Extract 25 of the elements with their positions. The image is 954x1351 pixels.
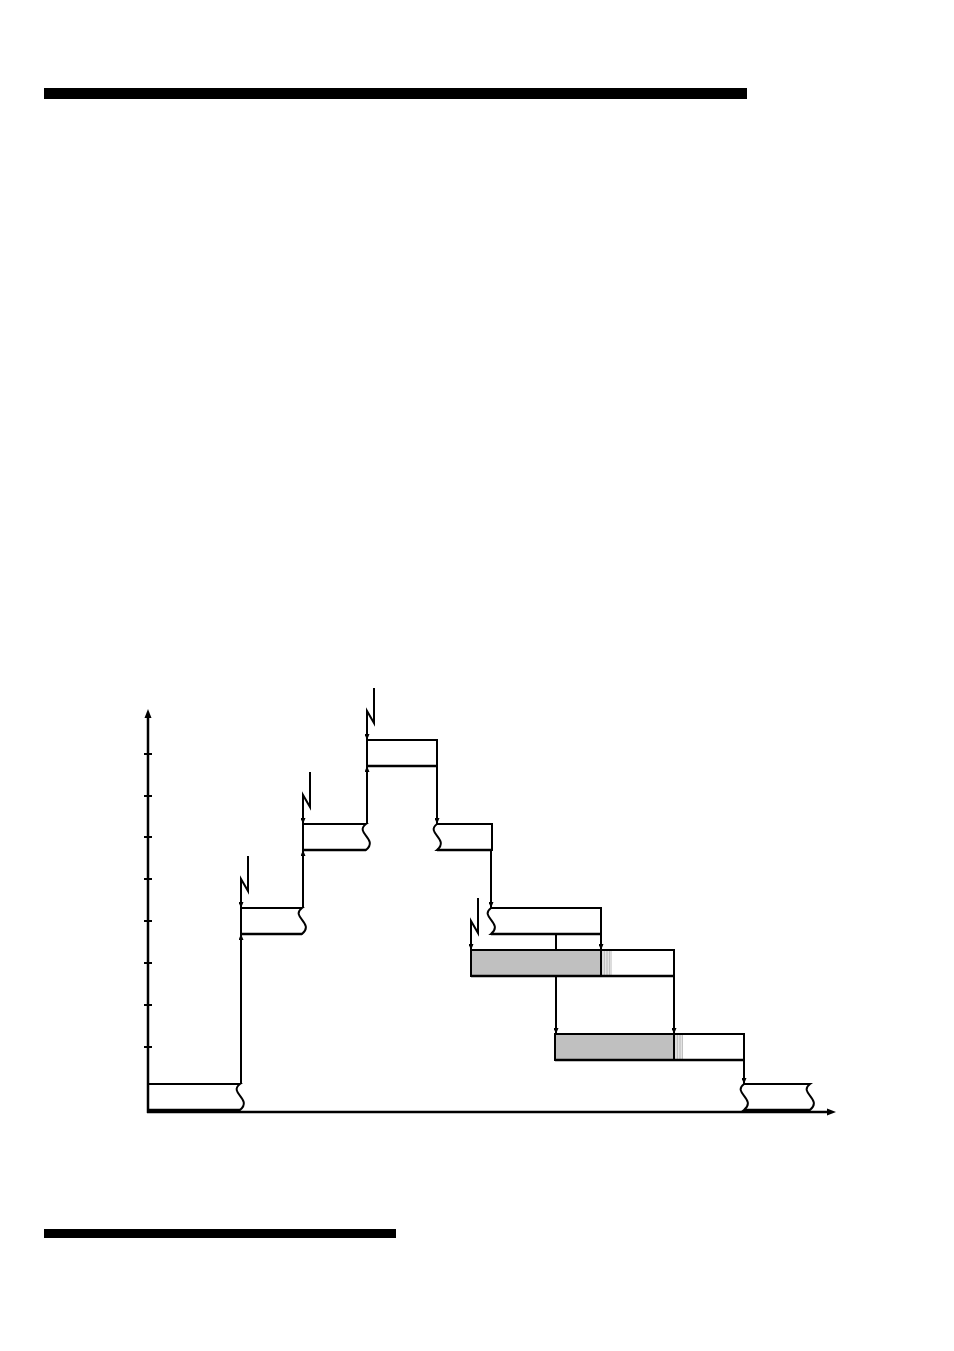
shaded-process-box xyxy=(469,948,603,978)
process-box xyxy=(301,822,372,852)
arrow xyxy=(434,765,440,825)
lightning-arrow xyxy=(238,855,249,909)
arrow xyxy=(300,849,306,909)
shaded-process-box xyxy=(553,1032,676,1062)
arrow xyxy=(488,849,494,909)
arrow xyxy=(671,975,677,1035)
process-box xyxy=(431,822,494,852)
process-box xyxy=(672,1032,746,1062)
process-box xyxy=(239,906,308,936)
process-box xyxy=(485,906,603,936)
arrow xyxy=(598,933,604,951)
process-box xyxy=(365,738,439,768)
process-box xyxy=(738,1082,816,1112)
arrow xyxy=(238,933,244,1085)
process-box xyxy=(146,1082,246,1112)
lightning-arrow xyxy=(468,897,479,951)
lightning-arrow xyxy=(364,687,375,741)
arrow xyxy=(741,1059,747,1085)
connector-line xyxy=(555,933,557,951)
arrow xyxy=(364,765,370,825)
process-box xyxy=(599,948,676,978)
lightning-arrow xyxy=(300,771,311,825)
arrow xyxy=(553,975,559,1035)
